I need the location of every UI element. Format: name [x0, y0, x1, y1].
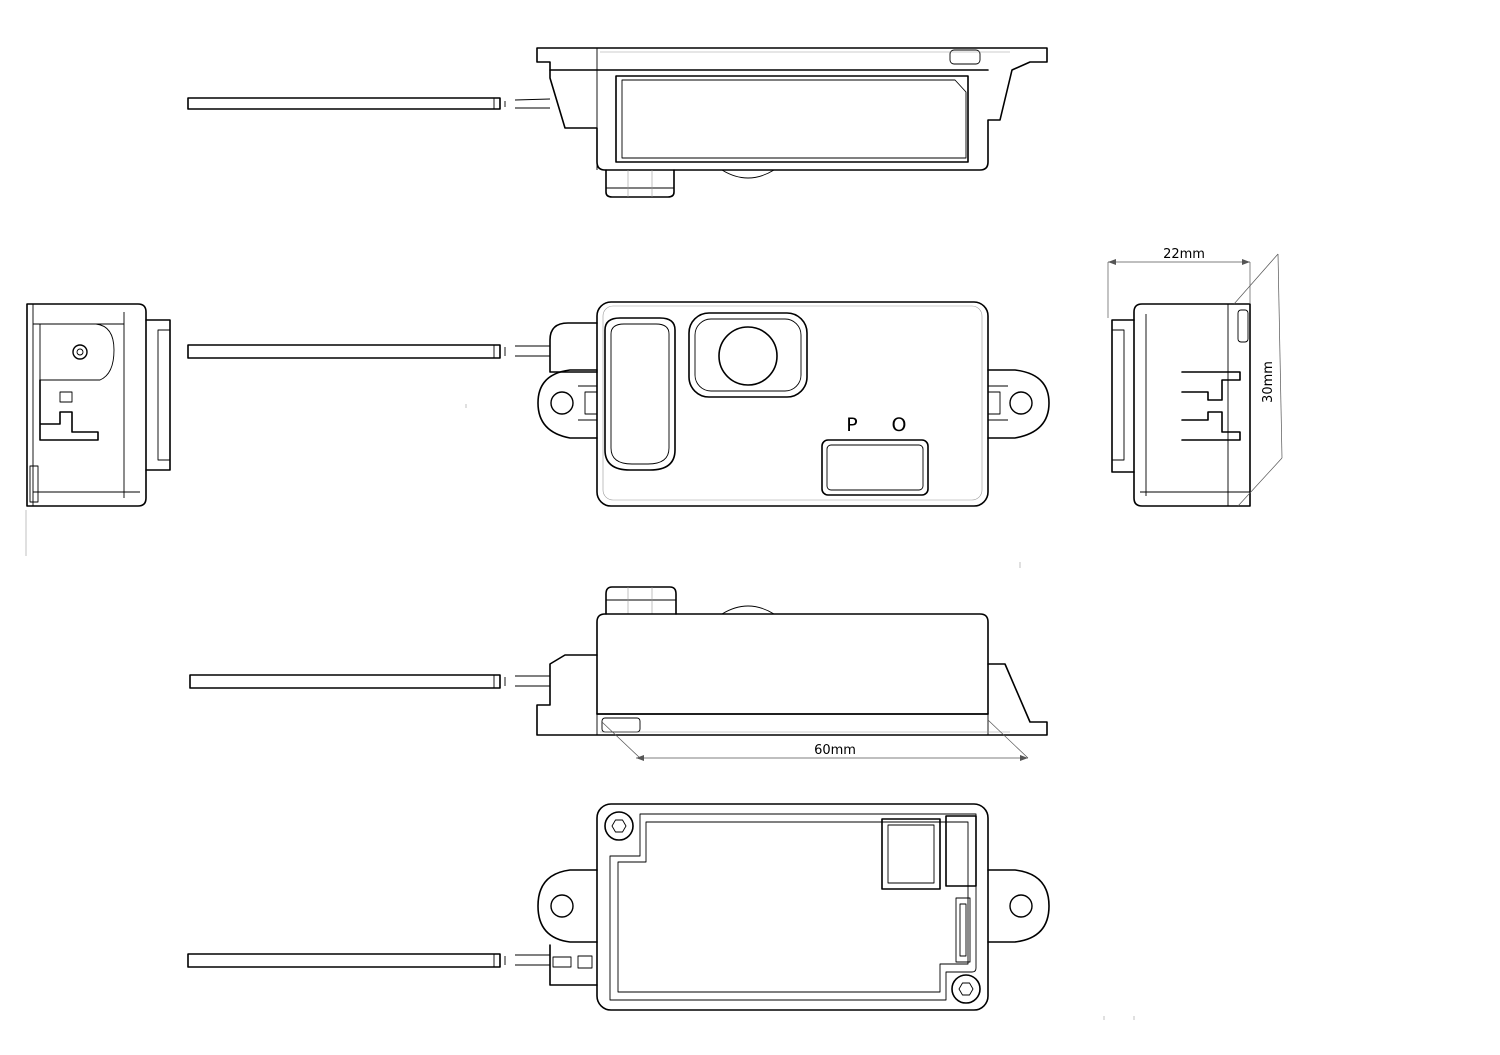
left-side-view	[25, 303, 171, 556]
dimension-height-label: 30mm	[1261, 361, 1276, 403]
button-p-label: P	[846, 414, 857, 436]
internal-component	[881, 815, 977, 963]
cable	[187, 953, 550, 968]
button-o-label: O	[892, 414, 907, 436]
bottom-edge-view	[189, 586, 1048, 736]
housing	[596, 803, 989, 1011]
housing	[596, 301, 989, 507]
housing	[536, 613, 1048, 736]
dimension-height: 30mm	[1233, 253, 1283, 507]
top-edge-view	[187, 47, 1048, 198]
dimension-length-label: 60mm	[814, 743, 856, 758]
screw-top-left	[604, 811, 634, 841]
connector-plug	[605, 586, 677, 615]
screw-bottom-right	[951, 974, 981, 1004]
dimension-length: 60mm	[601, 719, 1029, 761]
left-mounting-tab	[537, 869, 598, 986]
cable	[189, 674, 550, 689]
display-panel	[821, 439, 929, 496]
lens-icon	[718, 326, 778, 386]
sensor-window	[688, 312, 808, 398]
front-view: P O	[187, 301, 1050, 507]
cable	[187, 344, 550, 359]
left-mounting-tab	[537, 322, 598, 439]
connector-port	[604, 317, 676, 471]
dimension-width-label: 22mm	[1163, 247, 1205, 262]
connector-plug	[605, 169, 675, 198]
dimension-width: 22mm	[1107, 247, 1251, 318]
housing	[536, 47, 1048, 171]
right-side-view	[1111, 303, 1251, 507]
hex-screw-icon	[958, 982, 974, 996]
lens-bump	[721, 169, 775, 179]
right-mounting-tab	[987, 869, 1050, 943]
back-view	[187, 803, 1050, 1011]
hex-screw-icon	[611, 819, 627, 833]
lens-bump	[721, 605, 775, 615]
right-mounting-tab	[987, 369, 1050, 439]
cable	[187, 97, 551, 110]
